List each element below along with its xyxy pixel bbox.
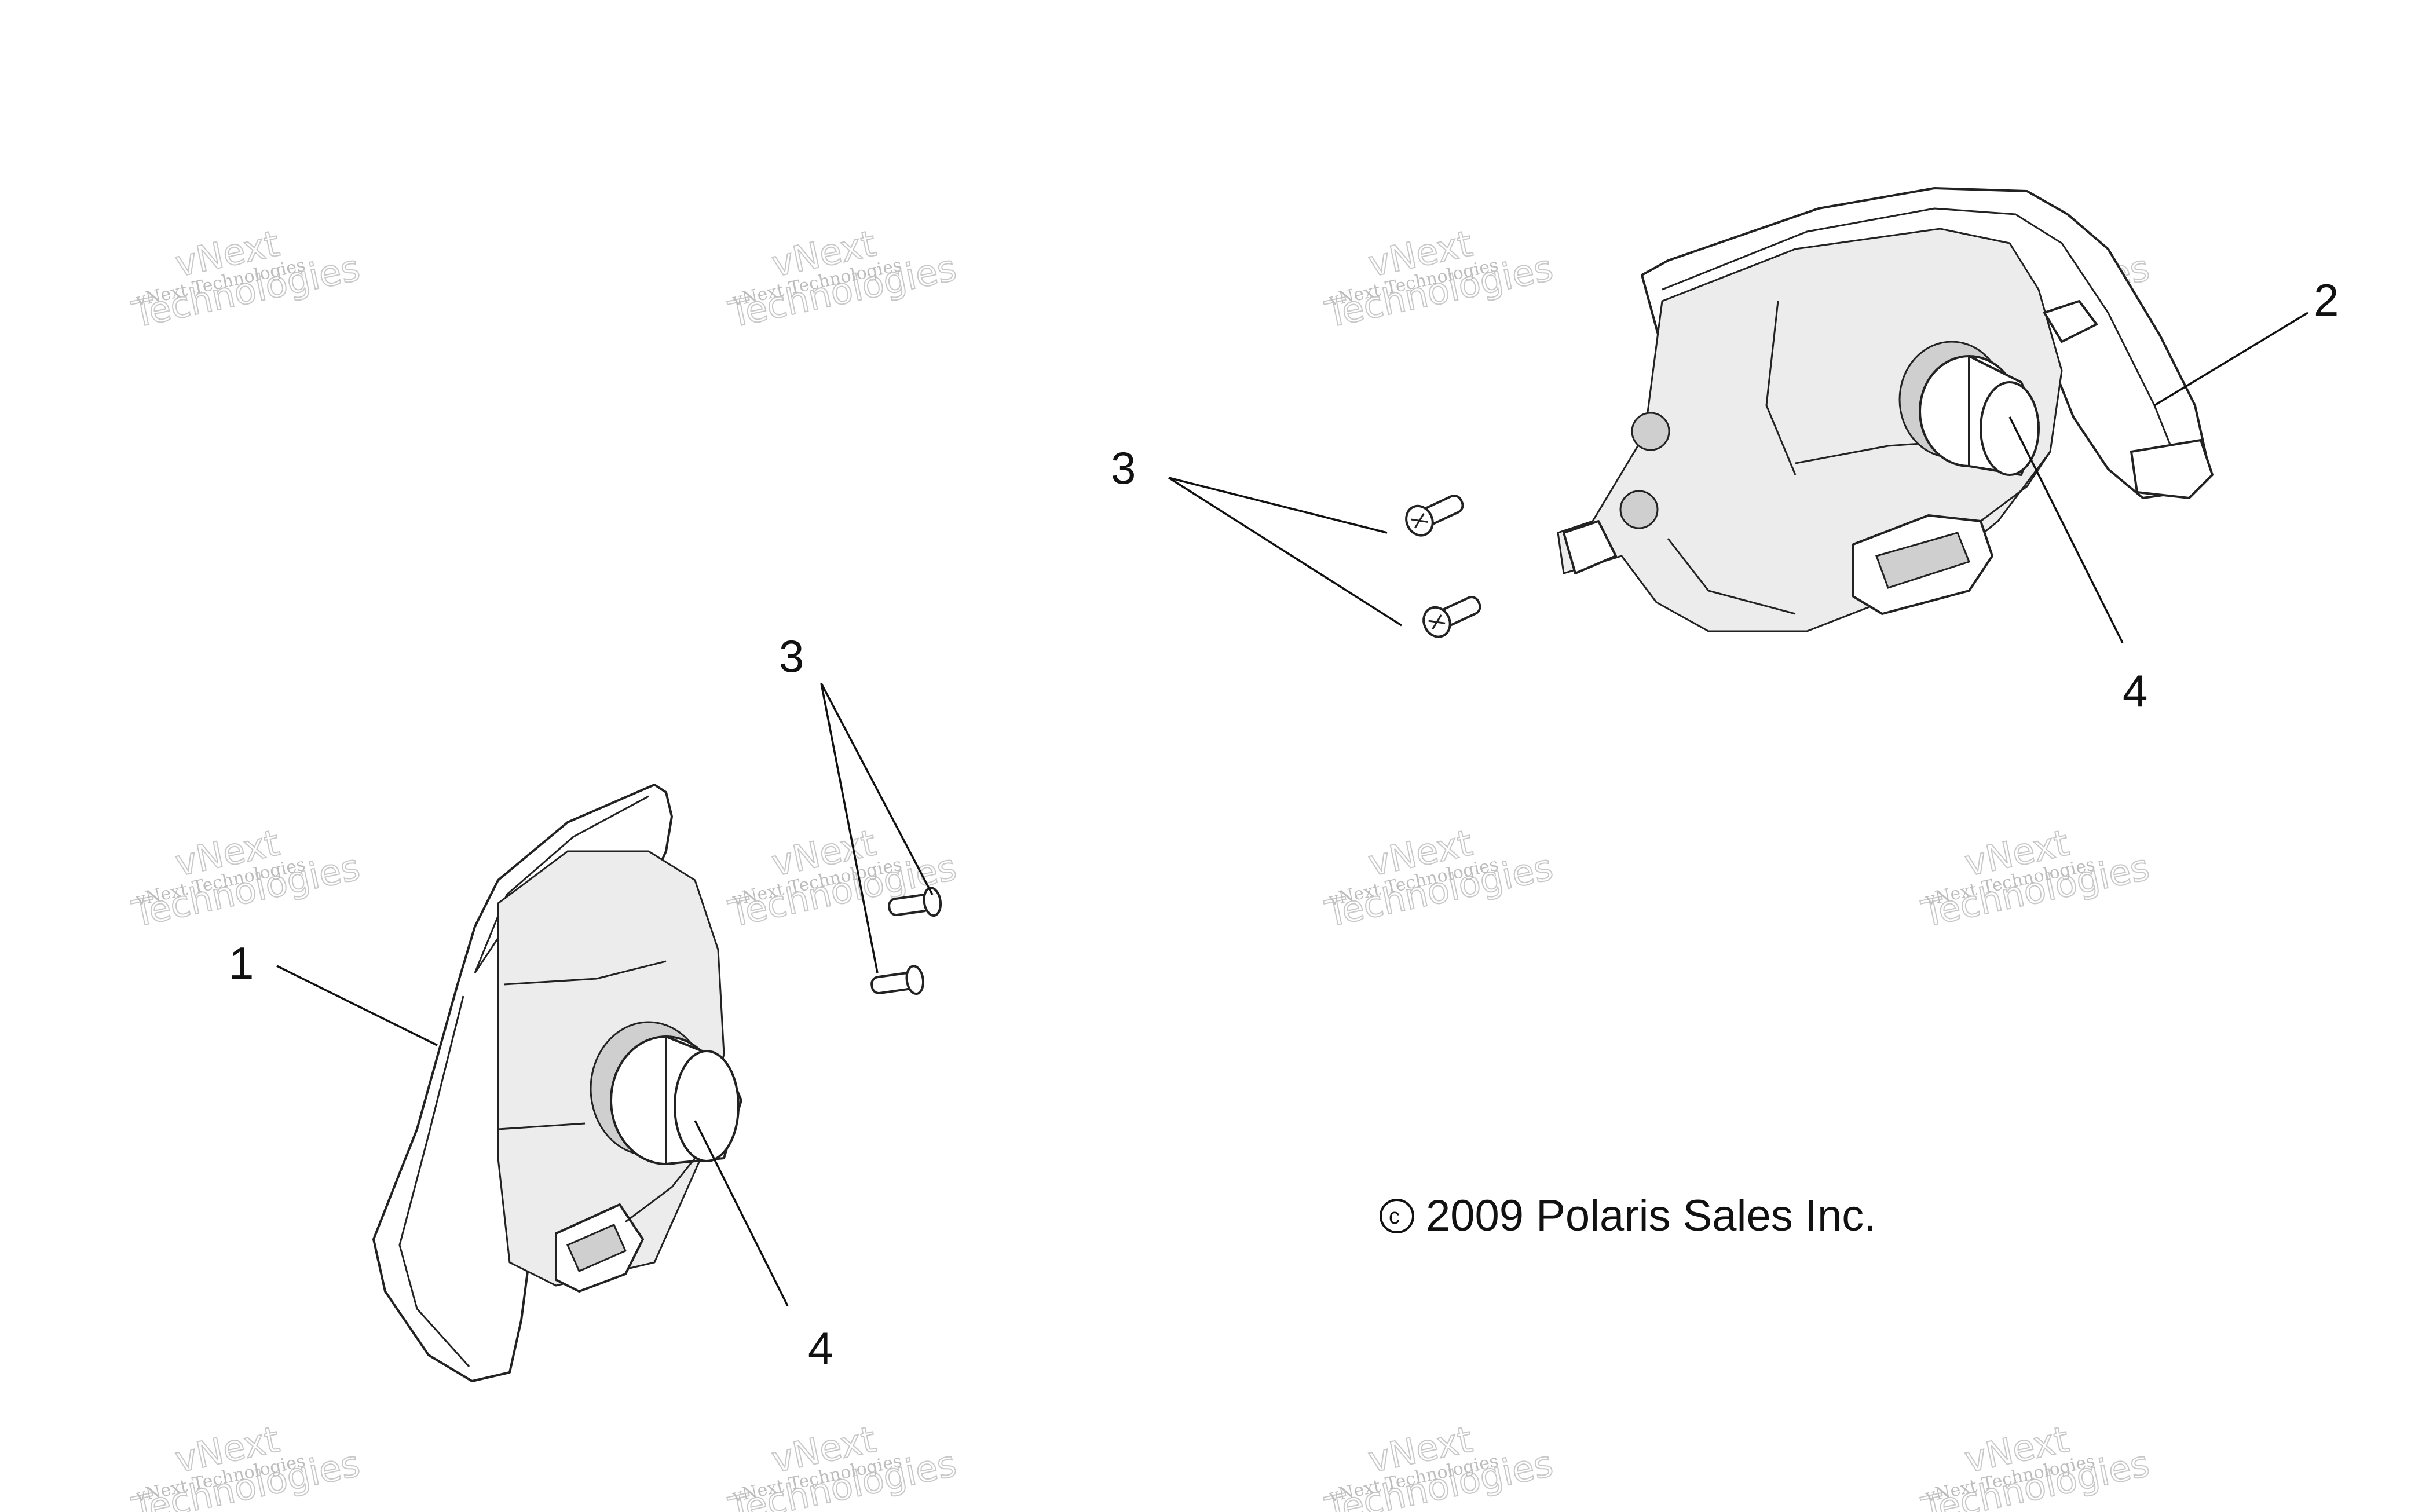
left-headlight-assembly — [372, 784, 742, 1382]
right-mount-tabs — [1563, 300, 2214, 574]
watermark: vNext Technologies vNext Technologies — [725, 1417, 961, 1512]
watermark: vNext Technologies vNext Technologies — [1918, 821, 2154, 935]
copyright-text: 2009 Polaris Sales Inc. — [1426, 1191, 1876, 1240]
left-wire-connector — [555, 1158, 696, 1293]
callout-3-left: 3 — [779, 631, 804, 682]
left-housing-line — [503, 960, 667, 986]
callout-2: 2 — [2314, 274, 2339, 325]
watermark: vNext Technologies vNext Technologies — [128, 1417, 364, 1512]
leader-3-right-b — [1168, 477, 1402, 627]
right-screws — [1405, 495, 1481, 638]
leader-3-left-a — [820, 683, 934, 895]
watermark: vNext Technologies vNext Technologies — [1321, 821, 1557, 935]
screw — [888, 887, 942, 917]
leader-3-right-a — [1168, 477, 1388, 534]
right-bulb-socket — [1898, 341, 2040, 476]
copyright-notice: c 2009 Polaris Sales Inc. — [1380, 1191, 1876, 1240]
callouts: 1 2 3 3 4 4 — [229, 274, 2339, 1374]
watermark: vNext Technologies vNext Technologies — [725, 221, 961, 336]
left-bulb-socket — [590, 1021, 742, 1165]
leader-1 — [276, 965, 438, 1046]
left-lens-rim — [398, 995, 470, 1368]
watermark: vNext Technologies vNext Technologies — [725, 821, 961, 935]
left-lens-inner-edge — [474, 795, 649, 973]
watermark: vNext Technologies vNext Technologies — [1321, 221, 1557, 336]
screw — [870, 965, 925, 995]
leader-3-left-b — [820, 683, 879, 973]
leader-4-left — [694, 1120, 789, 1306]
copyright-symbol: c — [1389, 1205, 1400, 1229]
callout-1: 1 — [229, 938, 254, 989]
copyright-circle-icon — [1380, 1199, 1414, 1233]
watermark: vNext Technologies vNext Technologies — [128, 821, 364, 935]
left-screws — [870, 887, 942, 995]
watermark: vNext Technologies vNext Technologies — [1918, 1417, 2154, 1512]
screw — [1405, 495, 1464, 537]
left-housing-line-2 — [497, 1122, 586, 1130]
right-housing-line-3 — [1765, 301, 1797, 475]
right-headlight-assembly — [1557, 187, 2214, 632]
right-housing-line-2 — [1667, 538, 1796, 615]
callout-4-right: 4 — [2123, 665, 2147, 716]
watermark: vNext Technologies vNext Technologies — [128, 221, 364, 336]
leader-lines — [276, 312, 2308, 1306]
right-wire-connector — [1852, 451, 2051, 615]
callout-4-left: 4 — [808, 1323, 833, 1374]
leader-2 — [2154, 312, 2308, 407]
screw — [1422, 596, 1481, 638]
leader-4-right — [2008, 416, 2124, 643]
right-lens-inner-edge — [1662, 207, 2179, 464]
watermark: vNext Technologies vNext Technologies — [1321, 1417, 1557, 1512]
callout-3-right: 3 — [1111, 442, 1136, 493]
